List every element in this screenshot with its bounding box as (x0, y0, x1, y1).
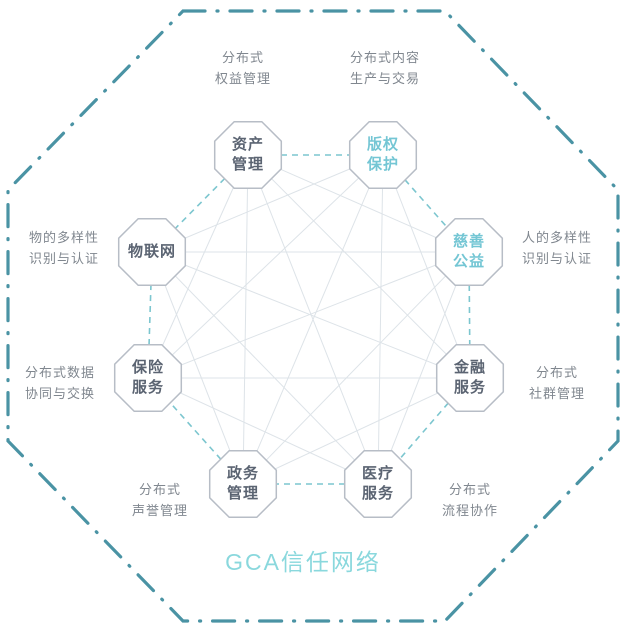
mesh-edge (151, 251, 471, 379)
mesh-edge (247, 154, 471, 379)
outer-octagon-border (6, 9, 620, 623)
mesh-edge (377, 251, 470, 485)
mesh-edge (151, 251, 379, 485)
diagram-title: GCA信任网络 (225, 549, 381, 575)
mesh-edge (147, 377, 379, 485)
node-shape-copyright-protection (348, 120, 418, 190)
node-shape-government-management (208, 449, 278, 519)
node-shape-charity-public-welfare (434, 217, 504, 287)
node-shape-financial-services (435, 343, 505, 413)
mesh-edge (247, 154, 470, 253)
mesh-edge (151, 251, 244, 485)
node-shape-medical-services (343, 449, 413, 519)
mesh-edge (377, 154, 384, 485)
mesh-edge (242, 377, 471, 485)
mesh-edge (242, 251, 470, 485)
node-shape-iot (117, 217, 187, 287)
node-shape-insurance-services (113, 343, 183, 413)
mesh-edge (242, 154, 249, 485)
mesh-edge (151, 154, 384, 253)
mesh-edge (147, 251, 470, 379)
mesh-edge (147, 154, 249, 379)
node-shape-asset-management (213, 120, 283, 190)
mesh-edge (382, 154, 471, 379)
mesh-edge (242, 154, 384, 485)
